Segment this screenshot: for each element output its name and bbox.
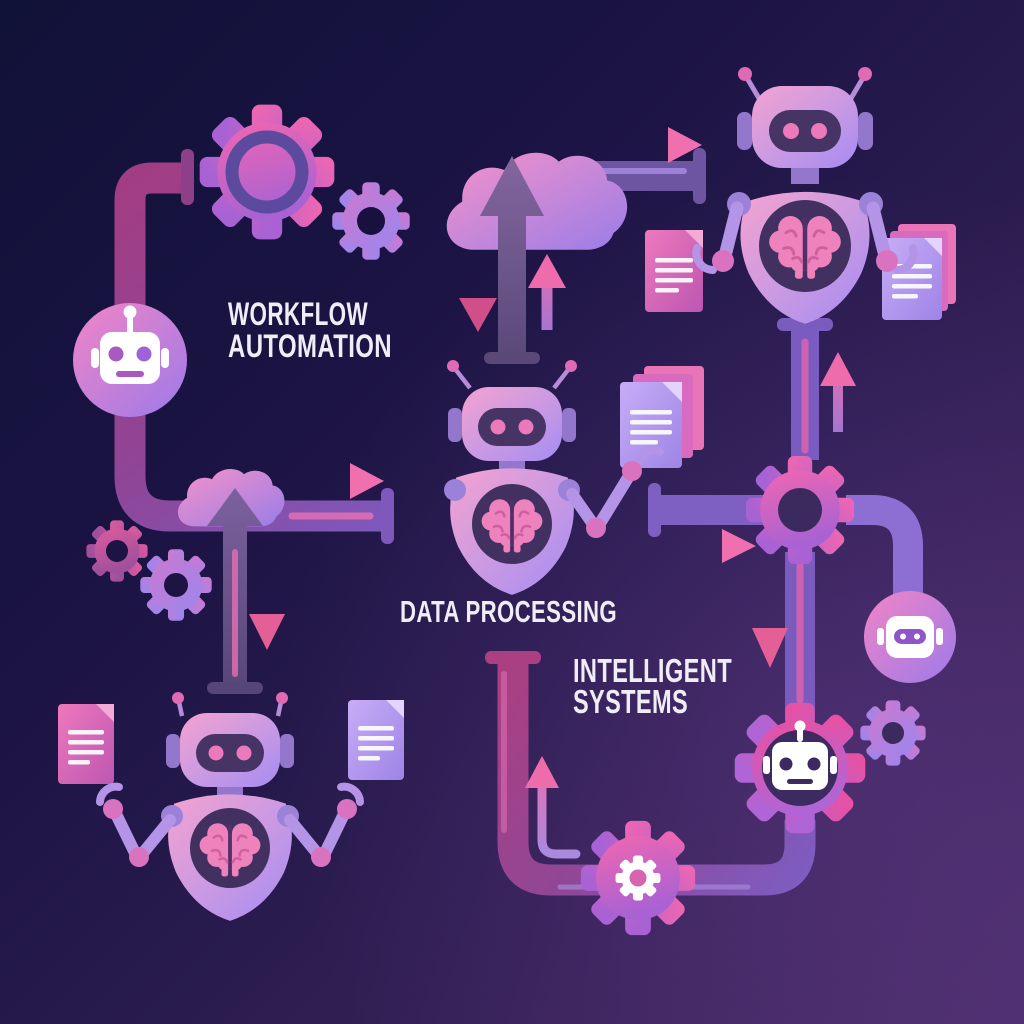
robot-icon	[645, 67, 956, 324]
pipe-end-cap	[381, 488, 394, 544]
pipe-right-vertical-upper	[777, 318, 833, 460]
down-arrow-icon	[249, 576, 285, 650]
robot-avatar-circle-icon	[864, 591, 956, 683]
small-gear-icon	[86, 520, 148, 582]
up-arrow-icon	[528, 254, 566, 330]
data-processing-label: DATA PROCESSING	[400, 594, 617, 629]
right-arrow-icon	[692, 529, 756, 563]
robot-icon	[763, 720, 837, 790]
workflow-automation-label-line1: WORKFLOW	[228, 296, 368, 332]
flow-arrows	[249, 127, 856, 859]
curved-up-arrow-icon	[525, 756, 581, 859]
gear-icon	[580, 820, 696, 936]
document-stack-icon	[882, 224, 956, 320]
down-arrow-icon	[459, 250, 497, 332]
document-icon	[348, 700, 404, 780]
pipe-end-cap	[485, 651, 541, 664]
gear-icon	[745, 455, 855, 565]
robot-icon	[444, 360, 704, 595]
intelligent-systems-label-line2: SYSTEMS	[573, 683, 688, 720]
intelligent-systems-label-line1: INTELLIGENT	[573, 652, 732, 689]
small-gear-icon	[140, 549, 212, 621]
document-icon	[645, 230, 703, 312]
robot-face-gear-icon	[734, 702, 866, 834]
up-arrow-icon	[820, 352, 856, 432]
robot-icon	[58, 692, 404, 921]
right-arrow-icon	[306, 463, 384, 499]
pipe-end-cap	[693, 148, 706, 204]
document-stack-icon	[620, 366, 704, 468]
gear-icon	[199, 104, 335, 240]
down-arrow-icon	[752, 582, 788, 668]
robot-avatar-circle-icon	[73, 303, 187, 417]
gear-ring	[225, 130, 309, 214]
document-icon	[58, 704, 114, 784]
workflow-automation-label-line2: AUTOMATION	[228, 328, 392, 364]
small-gear-icon	[332, 182, 410, 260]
pipe-left-loop	[114, 149, 394, 544]
pipe-end-cap	[777, 318, 833, 331]
cloud-upload-icon	[446, 152, 628, 364]
pipe-end-cap	[648, 483, 661, 537]
right-arrow-icon	[588, 127, 702, 163]
cloud-upload-icon	[177, 469, 285, 694]
small-gear-icon	[860, 700, 926, 766]
pipe-end-cap	[181, 149, 194, 205]
